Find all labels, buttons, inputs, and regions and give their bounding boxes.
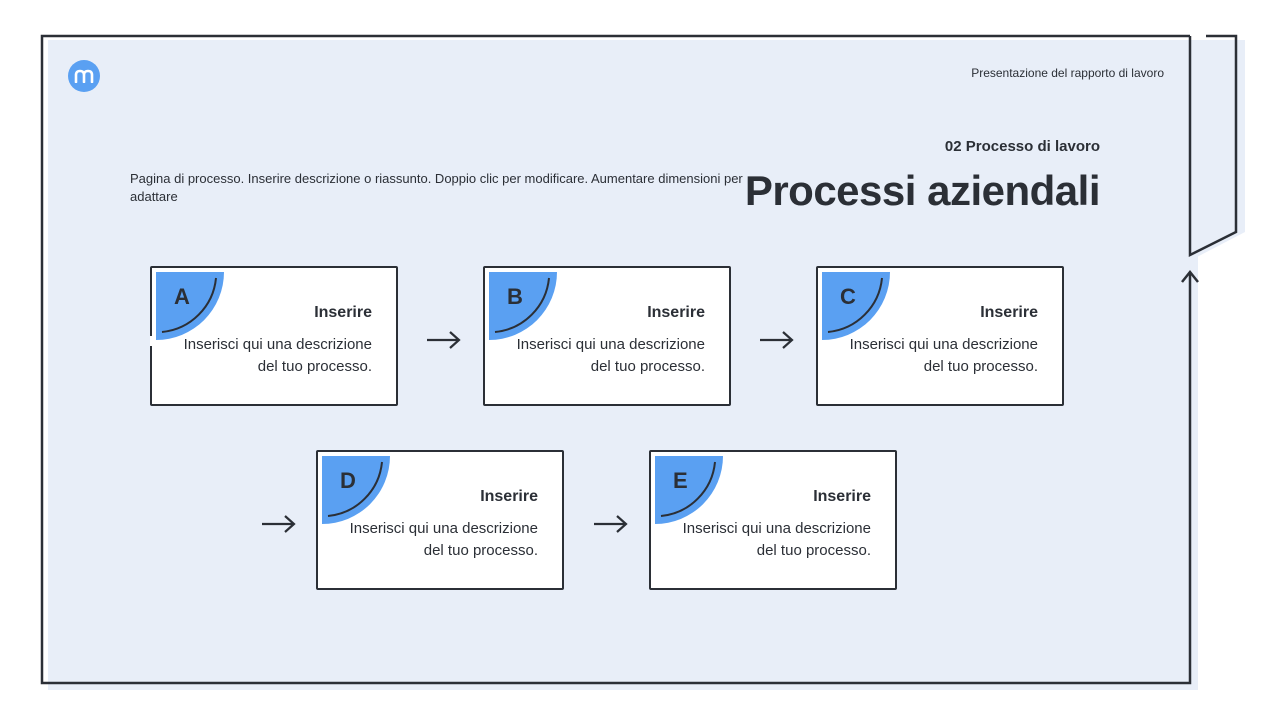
step-card-c[interactable]: C Inserire Inserisci qui una descrizione…	[816, 266, 1064, 406]
section-label: 02 Processo di lavoro	[944, 138, 1100, 155]
page-description: Pagina di processo. Inserire descrizione…	[130, 171, 743, 204]
step-letter: A	[174, 284, 190, 309]
step-letter: E	[673, 468, 688, 493]
step-card-e[interactable]: E Inserire Inserisci qui una descrizione…	[649, 450, 897, 590]
step-title: Inserire	[647, 304, 705, 321]
quarter-circle-icon	[489, 272, 557, 340]
quarter-circle-icon	[822, 272, 890, 340]
step-title: Inserire	[314, 304, 372, 321]
step-title: Inserire	[480, 488, 538, 505]
step-letter: B	[507, 284, 523, 309]
page-title: Processi aziendali	[744, 167, 1101, 214]
presentation-title: Presentazione del rapporto di lavoro	[971, 66, 1164, 80]
quarter-circle-icon	[322, 456, 390, 524]
step-description: Inserisci qui una descrizione del tuo pr…	[849, 336, 1038, 375]
arrow-right-icon	[427, 331, 461, 349]
quarter-circle-icon	[655, 456, 723, 524]
step-title: Inserire	[813, 488, 871, 505]
step-card-b[interactable]: B Inserire Inserisci qui una descrizione…	[483, 266, 731, 406]
step-description: Inserisci qui una descrizione del tuo pr…	[682, 520, 871, 559]
step-description: Inserisci qui una descrizione del tuo pr…	[183, 336, 372, 375]
step-description: Inserisci qui una descrizione del tuo pr…	[516, 336, 705, 375]
arrow-right-icon	[594, 515, 628, 533]
m-logo-icon	[74, 69, 94, 83]
step-title: Inserire	[980, 304, 1038, 321]
arrow-right-icon	[760, 331, 794, 349]
quarter-circle-icon	[150, 272, 224, 346]
step-description: Inserisci qui una descrizione del tuo pr…	[349, 520, 538, 559]
brand-logo	[68, 60, 100, 92]
step-letter: D	[340, 468, 356, 493]
step-card-d[interactable]: D Inserire Inserisci qui una descrizione…	[316, 450, 564, 590]
arrow-right-icon	[262, 515, 296, 533]
step-card-a[interactable]: A Inserire Inserisci qui una descrizione…	[150, 266, 398, 406]
step-letter: C	[840, 284, 856, 309]
